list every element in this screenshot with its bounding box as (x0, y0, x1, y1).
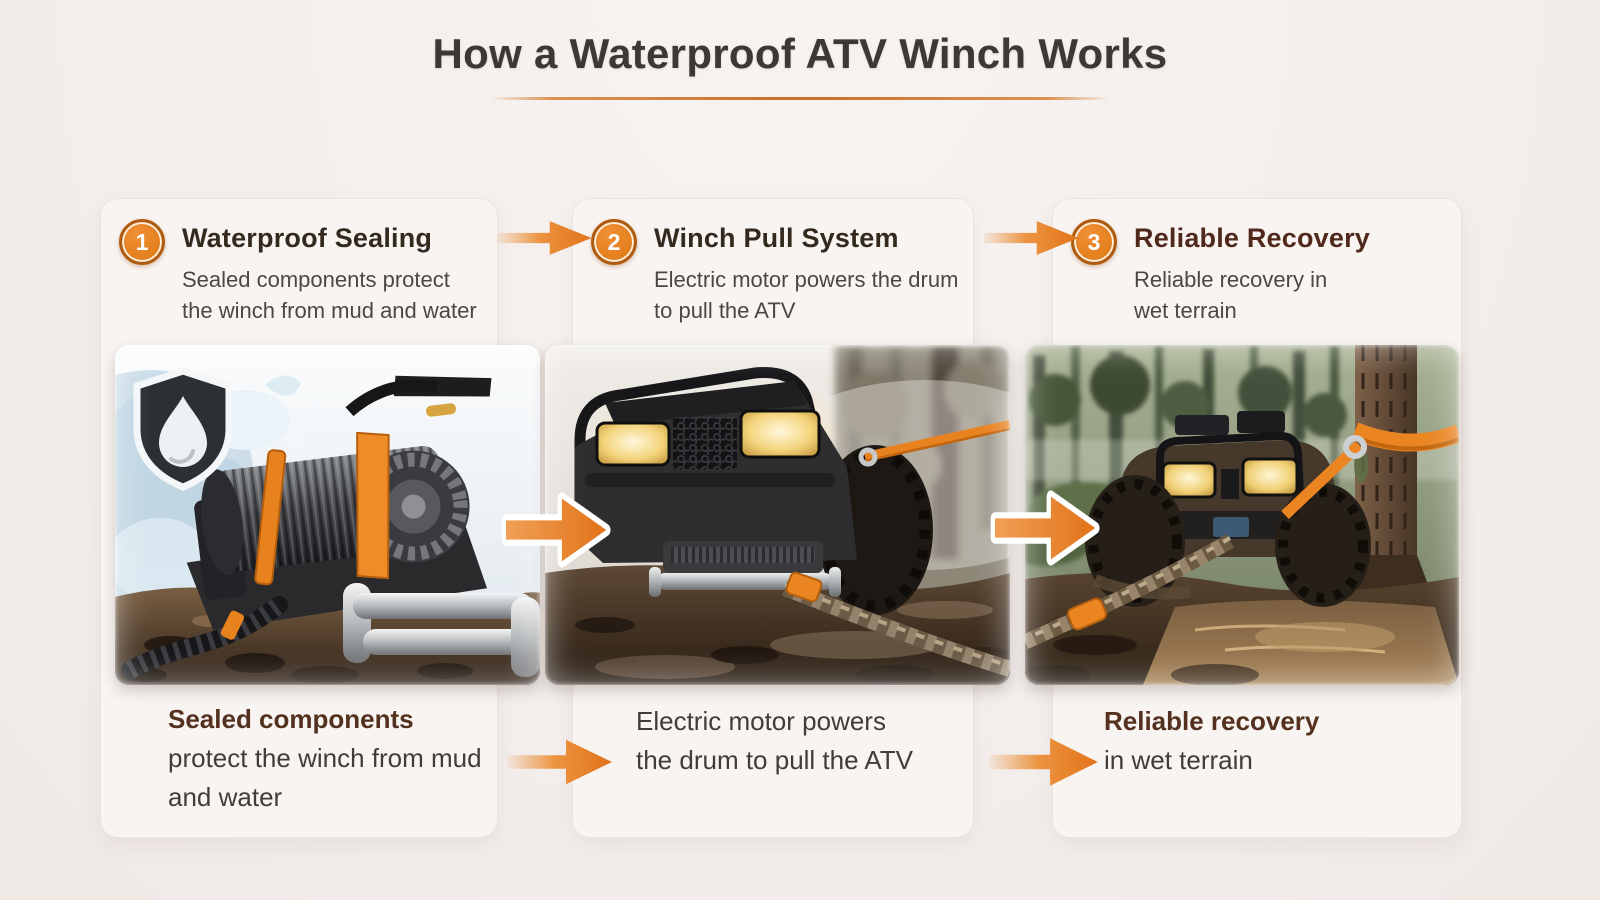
caption-rest: in wet terrain (1104, 745, 1253, 775)
arrow-right-icon (990, 731, 1104, 793)
step-photo-reliable-recovery (1025, 345, 1459, 685)
step-title: Winch Pull System (654, 223, 899, 253)
caption-lead: Sealed components (168, 704, 414, 734)
step-header: 1 Waterproof Sealing Sealed components p… (101, 199, 497, 326)
step-number: 2 (607, 229, 621, 255)
shield-droplet-icon (133, 367, 233, 491)
winch-rope (1025, 534, 1234, 649)
step-number-badge: 2 (591, 219, 637, 265)
arrow-right-icon (508, 733, 618, 791)
step-photo-winch-pulling (545, 345, 1010, 685)
step-header: 2 Winch Pull System Electric motor power… (573, 199, 973, 326)
step-title: Waterproof Sealing (182, 223, 433, 253)
arrow-right-icon (501, 489, 612, 571)
tree-strap (1281, 422, 1459, 519)
step-header: 3 Reliable Recovery Reliable recovery in… (1053, 199, 1461, 326)
step-subtitle: Electric motor powers the drum to pull t… (654, 267, 959, 324)
step-caption-2: Electric motor powers the drum to pull t… (636, 702, 1008, 780)
arrow-right-icon (497, 216, 597, 260)
step-caption-3: Reliable recovery in wet terrain (1104, 702, 1434, 780)
caption-lead: Reliable recovery (1104, 706, 1320, 736)
step-number: 1 (135, 229, 149, 255)
caption-rest: the drum to pull the ATV (636, 745, 913, 775)
step-caption-1: Sealed components protect the winch from… (168, 700, 498, 817)
atv-front (574, 367, 933, 615)
winch-motor (186, 375, 492, 630)
caption-rest: protect the winch from mud and water (168, 743, 482, 812)
page-title: How a Waterproof ATV Winch Works (432, 30, 1168, 77)
sealed-cable (121, 596, 288, 679)
step-subtitle: Reliable recovery in wet terrain (1134, 267, 1328, 324)
arrow-right-icon (984, 216, 1084, 260)
arrow-right-icon (990, 487, 1101, 569)
roller-fairlead (343, 583, 540, 677)
step-subtitle: Sealed components protect the winch from… (182, 267, 477, 324)
title-underline (490, 97, 1110, 100)
step-photo-winch-sealing (115, 345, 540, 685)
step-title: Reliable Recovery (1134, 223, 1371, 253)
step-number: 3 (1087, 229, 1101, 255)
step-number-badge: 1 (119, 219, 165, 265)
caption-lead: Electric motor powers (636, 706, 886, 736)
winch-rope (782, 571, 1010, 677)
tree-strap (858, 420, 1010, 467)
step-number-badge: 3 (1071, 219, 1117, 265)
